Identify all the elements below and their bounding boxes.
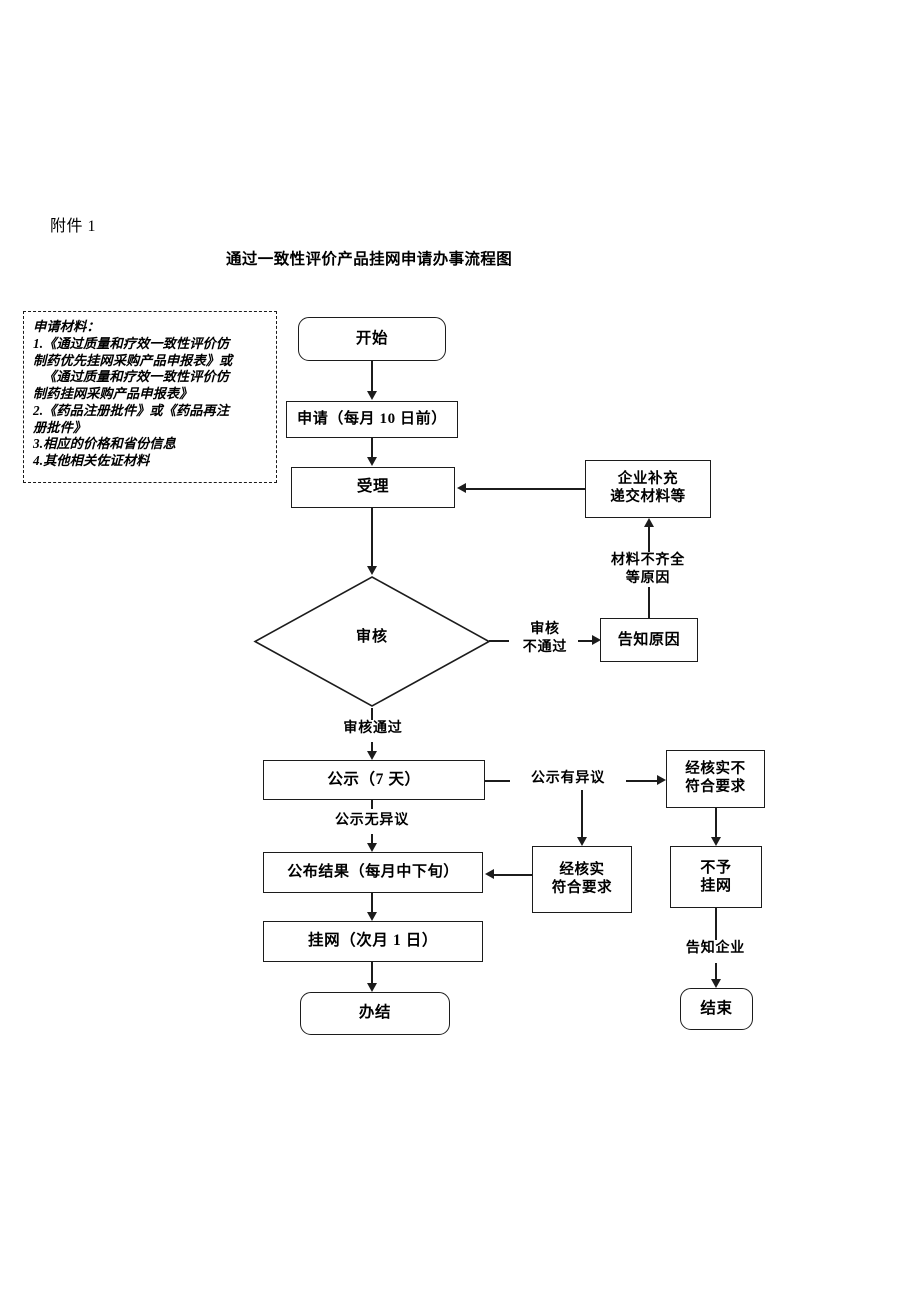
edge-label-incomplete-line1: 材料不齐全	[611, 553, 685, 568]
node-end: 结束	[680, 988, 753, 1030]
connector-no-listing-to-end-lower	[715, 963, 717, 979]
connector-not-compliant-to-no-listing	[715, 808, 717, 837]
connector-no-listing-to-end-upper	[715, 908, 717, 940]
node-publicity: 公示（7 天）	[263, 760, 485, 800]
materials-item: 4.其他相关佐证材料	[33, 453, 150, 469]
node-notify-reason: 告知原因	[600, 618, 698, 662]
arrowhead-to-verified-not-compliant	[657, 775, 666, 785]
arrowhead-no-listing-to-end	[710, 979, 721, 988]
node-review-label: 审核	[355, 629, 388, 645]
materials-item: 制药优先挂网采购产品申报表》或	[33, 352, 233, 368]
edge-label-notify-enterprise: 告知企业	[662, 940, 769, 958]
materials-item: 《通过质量和疗效一致性评价仿	[43, 369, 230, 385]
connector-to-notify-reason	[578, 640, 592, 642]
node-verified-not-compliant-line1: 经核实不	[685, 761, 746, 778]
edge-label-review-failed: 审核 不通过	[512, 621, 578, 656]
node-start-label: 开始	[355, 329, 389, 347]
materials-item: 1.《通过质量和疗效一致性评价仿	[33, 335, 230, 351]
connector-review-passed-upper	[371, 708, 373, 720]
node-verified-compliant-line1: 经核实	[559, 861, 605, 878]
node-completed: 办结	[300, 992, 450, 1035]
arrowhead-to-notify-reason	[592, 635, 601, 645]
node-supplement-materials: 企业补充 递交材料等	[585, 460, 711, 518]
node-apply-label: 申请（每月 10 日前）	[297, 411, 447, 428]
node-supplement-line1: 企业补充	[617, 471, 679, 488]
node-listing-label: 挂网（次月 1 日）	[307, 932, 438, 950]
edge-label-incomplete-materials: 材料不齐全 等原因	[592, 552, 704, 587]
node-publish-result: 公布结果（每月中下旬）	[263, 852, 483, 893]
attachment-label: 附件 1	[50, 218, 97, 235]
connector-publicity-objection-right	[626, 780, 657, 782]
page-title: 通过一致性评价产品挂网申请办事流程图	[226, 251, 513, 268]
connector-verified-compliant-to-publish	[494, 874, 532, 876]
node-supplement-line2: 递交材料等	[610, 489, 686, 505]
node-completed-label: 办结	[358, 1004, 392, 1022]
node-apply: 申请（每月 10 日前）	[286, 401, 458, 438]
materials-item: 2.《药品注册批件》或《药品再注	[33, 402, 230, 418]
node-no-listing-line2: 挂网	[700, 878, 732, 894]
materials-item: 3.相应的价格和省份信息	[33, 436, 176, 452]
arrowhead-publish-to-listing	[366, 912, 377, 921]
node-end-label: 结束	[700, 999, 733, 1017]
materials-heading: 申请材料：	[33, 319, 100, 334]
node-review-decision: 审核	[253, 575, 491, 708]
node-verified-compliant: 经核实 符合要求	[532, 846, 632, 913]
diamond-shape	[253, 576, 491, 707]
connector-start-to-apply	[371, 361, 373, 391]
node-accept-label: 受理	[356, 478, 390, 496]
edge-label-review-failed-line1: 审核	[530, 622, 560, 637]
connector-publicity-no-objection-upper	[371, 800, 373, 809]
node-no-listing-line1: 不予	[700, 859, 732, 876]
arrowhead-accept-to-review	[366, 566, 377, 575]
arrowhead-verified-compliant-to-publish	[485, 869, 494, 879]
edge-label-review-passed: 审核通过	[338, 720, 408, 738]
node-verified-not-compliant-line2: 符合要求	[685, 779, 746, 795]
arrowhead-supplement-to-accept	[457, 483, 466, 493]
materials-item: 制药挂网采购产品申报表》	[33, 386, 193, 402]
application-materials-box: 申请材料： 1.《通过质量和疗效一致性评价仿 制药优先挂网采购产品申报表》或 《…	[23, 311, 277, 483]
arrowhead-review-passed	[366, 751, 377, 760]
connector-publicity-no-objection-lower	[371, 834, 373, 843]
edge-label-incomplete-line2: 等原因	[625, 570, 671, 586]
edge-label-review-failed-line2: 不通过	[522, 639, 568, 655]
node-no-listing: 不予 挂网	[670, 846, 762, 908]
edge-label-publicity-objection: 公示有异议	[512, 770, 624, 788]
arrowhead-notify-to-supplement	[643, 518, 654, 527]
node-verified-compliant-line2: 符合要求	[551, 879, 613, 896]
arrowhead-publicity-to-publish	[366, 843, 377, 852]
edge-label-publicity-no-objection: 公示无异议	[316, 812, 428, 830]
node-publish-result-label: 公布结果（每月中下旬）	[287, 864, 459, 881]
node-notify-reason-label: 告知原因	[617, 631, 681, 648]
connector-publicity-objection-left	[485, 780, 510, 782]
connector-apply-to-accept	[371, 438, 373, 457]
arrowhead-apply-to-accept	[366, 457, 377, 466]
node-listing: 挂网（次月 1 日）	[263, 921, 483, 962]
node-start: 开始	[298, 317, 446, 361]
materials-item: 册批件》	[33, 419, 87, 435]
node-accept: 受理	[291, 467, 455, 508]
connector-objection-to-verified-compliant	[581, 790, 583, 837]
connector-supplement-to-accept	[466, 488, 585, 490]
arrowhead-objection-to-verified-compliant	[576, 837, 587, 846]
materials-list: 1.《通过质量和疗效一致性评价仿 制药优先挂网采购产品申报表》或 《通过质量和疗…	[33, 336, 270, 470]
node-publicity-label: 公示（7 天）	[327, 770, 421, 788]
connector-review-passed-lower	[371, 742, 373, 751]
arrowhead-start-to-apply	[366, 391, 377, 400]
connector-listing-to-completed	[371, 962, 373, 983]
arrowhead-not-compliant-to-no-listing	[710, 837, 721, 846]
arrowhead-listing-to-completed	[366, 983, 377, 992]
node-verified-not-compliant: 经核实不 符合要求	[666, 750, 765, 808]
connector-review-failed	[489, 640, 509, 642]
connector-publish-to-listing	[371, 893, 373, 912]
connector-accept-to-review	[371, 508, 373, 566]
